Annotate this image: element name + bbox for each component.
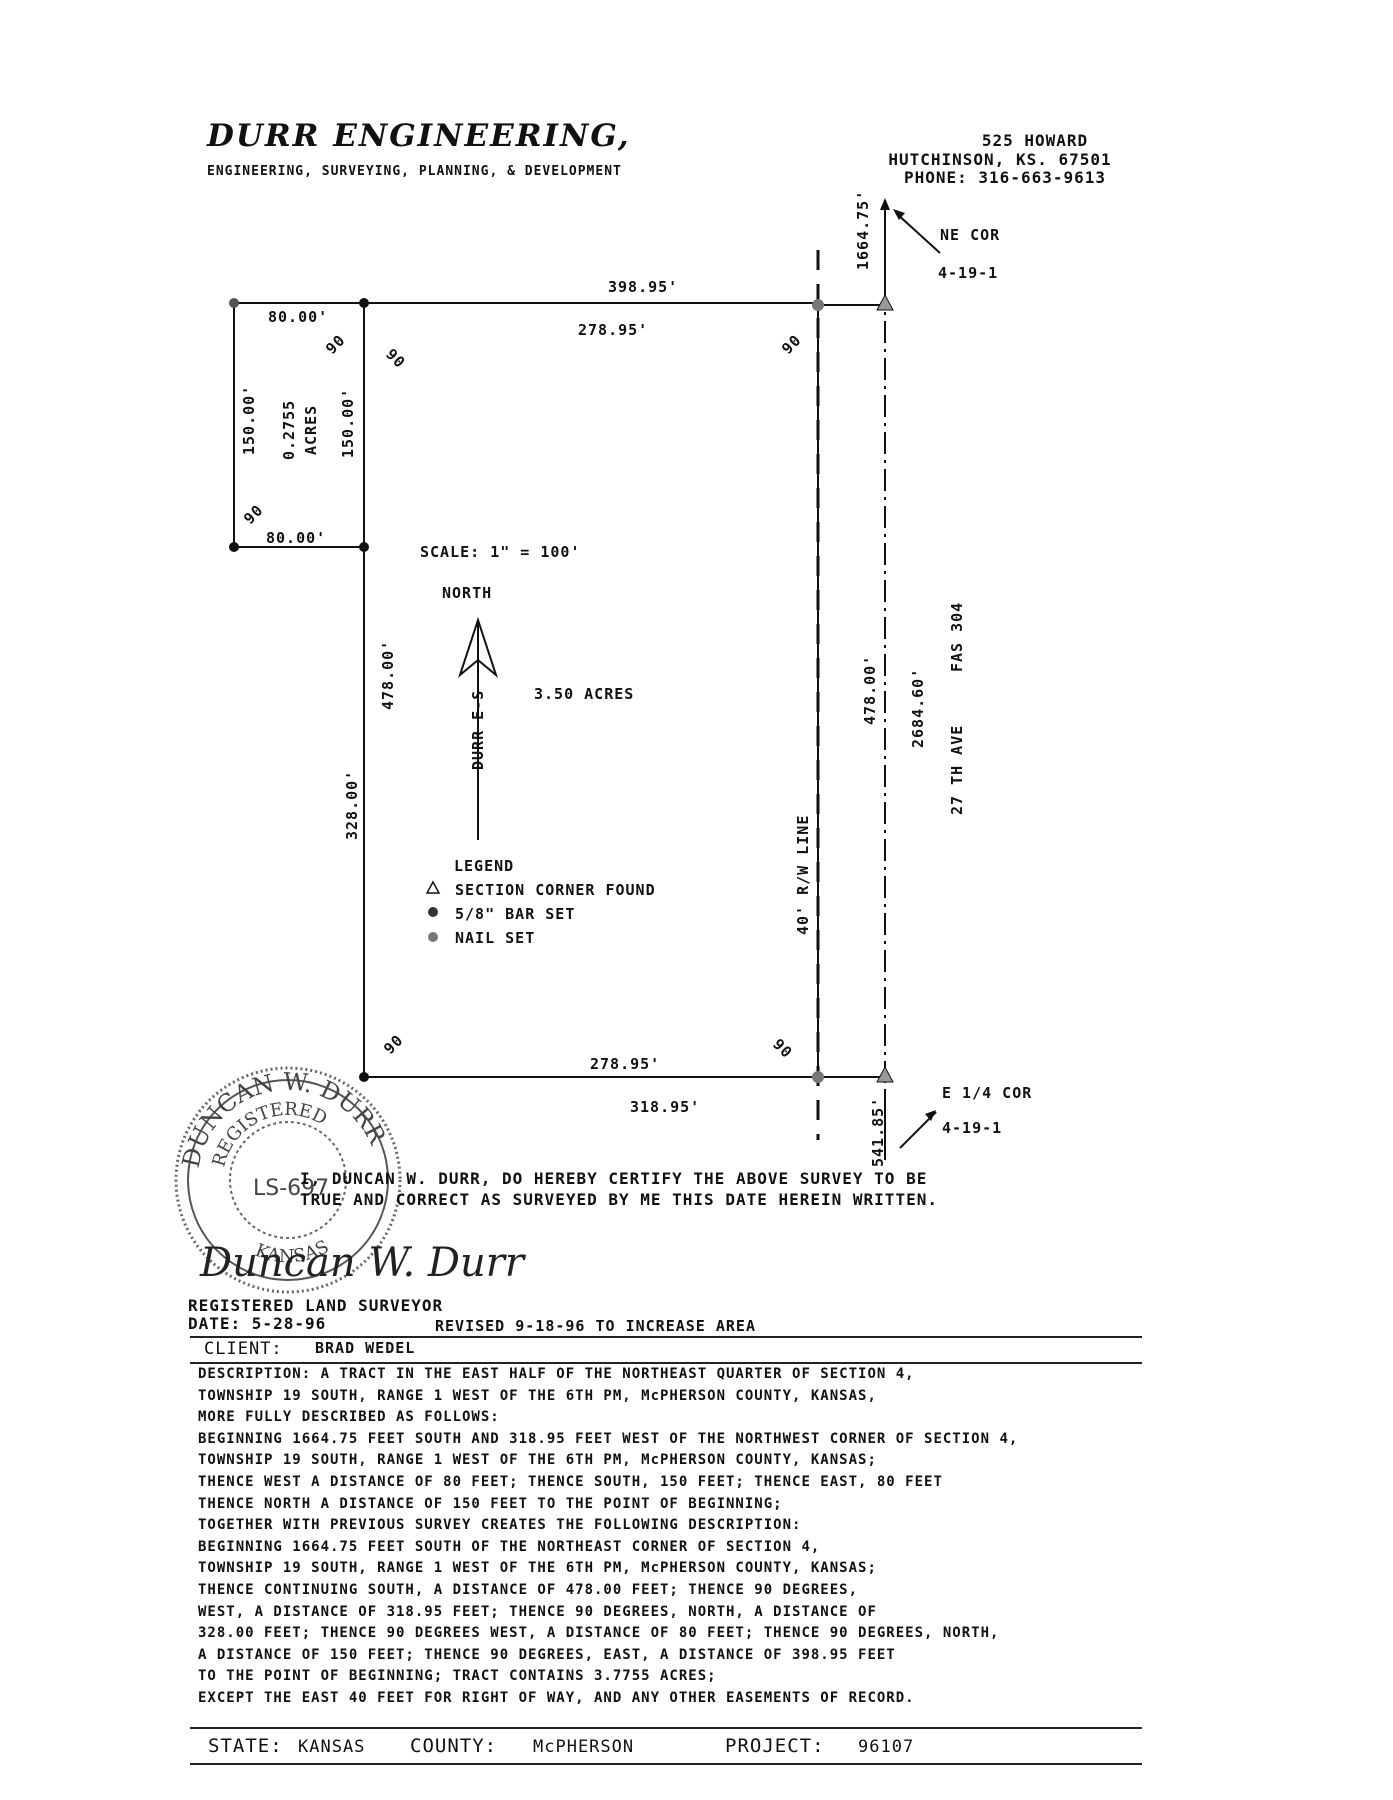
description-line: BEGINNING 1664.75 FEET SOUTH AND 318.95 … — [198, 1430, 1019, 1447]
angle-label: 90 — [322, 331, 349, 358]
small-right-distance: 150.00' — [339, 388, 357, 458]
arrow-icon — [893, 209, 905, 220]
angle-label: 90 — [769, 1035, 796, 1062]
bar-set-marker — [359, 298, 369, 308]
north-label: NORTH — [442, 584, 492, 602]
scale-label: SCALE: 1" = 100' — [420, 543, 581, 561]
project-value: 96107 — [858, 1737, 915, 1757]
small-area: 0.2755 — [280, 400, 298, 460]
bar-set-marker — [229, 298, 239, 308]
certification-line2: TRUE AND CORRECT AS SURVEYED BY ME THIS … — [300, 1190, 938, 1209]
top-offset-distance: 1664.75' — [854, 190, 872, 270]
surveyor-title: REGISTERED LAND SURVEYOR — [188, 1296, 444, 1315]
north-arrow-icon — [457, 616, 499, 678]
description-line: WEST, A DISTANCE OF 318.95 FEET; THENCE … — [198, 1603, 877, 1620]
description-line: TOWNSHIP 19 SOUTH, RANGE 1 WEST OF THE 6… — [198, 1387, 877, 1404]
legend-nail-set-icon — [428, 932, 438, 942]
description-line: THENCE NORTH A DISTANCE OF 150 FEET TO T… — [198, 1495, 783, 1512]
legal-description: DESCRIPTION: A TRACT IN THE EAST HALF OF… — [198, 1364, 1018, 1710]
arrow-icon — [925, 1110, 936, 1121]
description-line: 328.00 FEET; THENCE 90 DEGREES WEST, A D… — [198, 1625, 1000, 1642]
surveyor-seal: DUNCAN W. DURR REGISTERED LS-697 KANSAS — [174, 1066, 402, 1294]
ne-corner-leader — [895, 212, 941, 254]
bearing-reference: DURR E-S — [469, 690, 487, 770]
road-fas: FAS 304 — [948, 602, 966, 672]
address-line2: HUTCHINSON, KS. 67501 — [888, 150, 1112, 169]
bar-set-marker — [359, 1072, 369, 1082]
section-corner-marker — [876, 293, 894, 311]
main-left-upper-distance: 478.00' — [379, 640, 397, 710]
firm-name: DURR ENGINEERING, — [207, 118, 631, 154]
legend-bar-set-icon — [428, 907, 438, 917]
project-label: PROJECT: — [725, 1735, 825, 1757]
angle-label: 90 — [778, 331, 805, 358]
section-line-distance: 2684.60' — [909, 668, 927, 748]
client-row: CLIENT: BRAD WEDEL — [190, 1336, 1142, 1364]
legend-item: 5/8" BAR SET — [455, 905, 575, 923]
phone: PHONE: 316-663-9613 — [903, 168, 1107, 187]
right-distance: 478.00' — [861, 655, 879, 725]
bottom-inner-distance: 278.95' — [590, 1055, 660, 1073]
main-left-total-distance: 328.00' — [343, 770, 361, 840]
county-value: McPHERSON — [533, 1737, 635, 1757]
state-label: STATE: — [208, 1735, 283, 1757]
e-quarter-corner-label: E 1/4 COR — [942, 1084, 1032, 1102]
legend-section-corner-icon — [425, 880, 441, 894]
description-line: EXCEPT THE EAST 40 FEET FOR RIGHT OF WAY… — [198, 1689, 915, 1706]
description-line: THENCE CONTINUING SOUTH, A DISTANCE OF 4… — [198, 1581, 859, 1598]
description-line: TOWNSHIP 19 SOUTH, RANGE 1 WEST OF THE 6… — [198, 1560, 877, 1577]
top-total-distance: 398.95' — [608, 278, 678, 296]
client-value: BRAD WEDEL — [315, 1339, 416, 1357]
bar-set-marker — [229, 542, 239, 552]
road-name: 27 TH AVE — [948, 725, 966, 815]
bottom-total-distance: 318.95' — [630, 1098, 700, 1116]
top-inner-distance: 278.95' — [578, 321, 648, 339]
legend-item: NAIL SET — [455, 929, 535, 947]
small-left-distance: 150.00' — [240, 385, 258, 455]
angle-label: 90 — [382, 345, 409, 372]
bar-set-marker — [359, 542, 369, 552]
description-line: THENCE WEST A DISTANCE OF 80 FEET; THENC… — [198, 1473, 943, 1490]
small-top-distance: 80.00' — [268, 308, 328, 326]
client-label: CLIENT: — [204, 1339, 283, 1359]
footer-row: STATE: KANSAS COUNTY: McPHERSON PROJECT:… — [190, 1727, 1142, 1765]
small-parcel-boundary — [233, 302, 365, 548]
address-line1: 525 HOWARD — [981, 131, 1089, 150]
county-label: COUNTY: — [410, 1735, 498, 1757]
small-bottom-distance: 80.00' — [266, 529, 326, 547]
rw-line-label: 40' R/W LINE — [794, 815, 812, 935]
nail-set-marker — [812, 1071, 824, 1083]
description-line: MORE FULLY DESCRIBED AS FOLLOWS: — [198, 1409, 500, 1426]
legend-title: LEGEND — [454, 857, 514, 875]
surveyor-signature: Duncan W. Durr — [200, 1240, 524, 1286]
description-line: A DISTANCE OF 150 FEET; THENCE 90 DEGREE… — [198, 1646, 896, 1663]
bottom-offset-distance: 541.85' — [869, 1097, 887, 1167]
angle-label: 90 — [380, 1031, 407, 1058]
ne-corner-label: NE COR — [940, 226, 1000, 244]
certification-line1: I, DUNCAN W. DURR, DO HEREBY CERTIFY THE… — [300, 1169, 928, 1188]
legend-item: SECTION CORNER FOUND — [455, 881, 656, 899]
main-area: 3.50 ACRES — [534, 685, 634, 703]
description-line: TOWNSHIP 19 SOUTH, RANGE 1 WEST OF THE 6… — [198, 1452, 877, 1469]
section-corner-marker — [876, 1065, 894, 1083]
description-line: DESCRIPTION: A TRACT IN THE EAST HALF OF… — [198, 1366, 915, 1382]
e-quarter-corner-section: 4-19-1 — [942, 1119, 1002, 1137]
seal-license: LS-697 — [253, 1176, 329, 1201]
description-line: BEGINNING 1664.75 FEET SOUTH OF THE NORT… — [198, 1538, 821, 1555]
firm-tagline: ENGINEERING, SURVEYING, PLANNING, & DEVE… — [207, 164, 622, 179]
revision-note: REVISED 9-18-96 TO INCREASE AREA — [435, 1317, 756, 1335]
nail-set-marker — [812, 299, 824, 311]
ne-corner-section: 4-19-1 — [938, 264, 998, 282]
description-line: TO THE POINT OF BEGINNING; TRACT CONTAIN… — [198, 1668, 717, 1685]
angle-label: 90 — [240, 501, 267, 528]
survey-date: DATE: 5-28-96 — [188, 1314, 327, 1333]
small-area-unit: ACRES — [302, 405, 320, 455]
state-value: KANSAS — [298, 1737, 366, 1757]
arrow-up-icon — [880, 198, 890, 210]
description-line: TOGETHER WITH PREVIOUS SURVEY CREATES TH… — [198, 1517, 802, 1534]
